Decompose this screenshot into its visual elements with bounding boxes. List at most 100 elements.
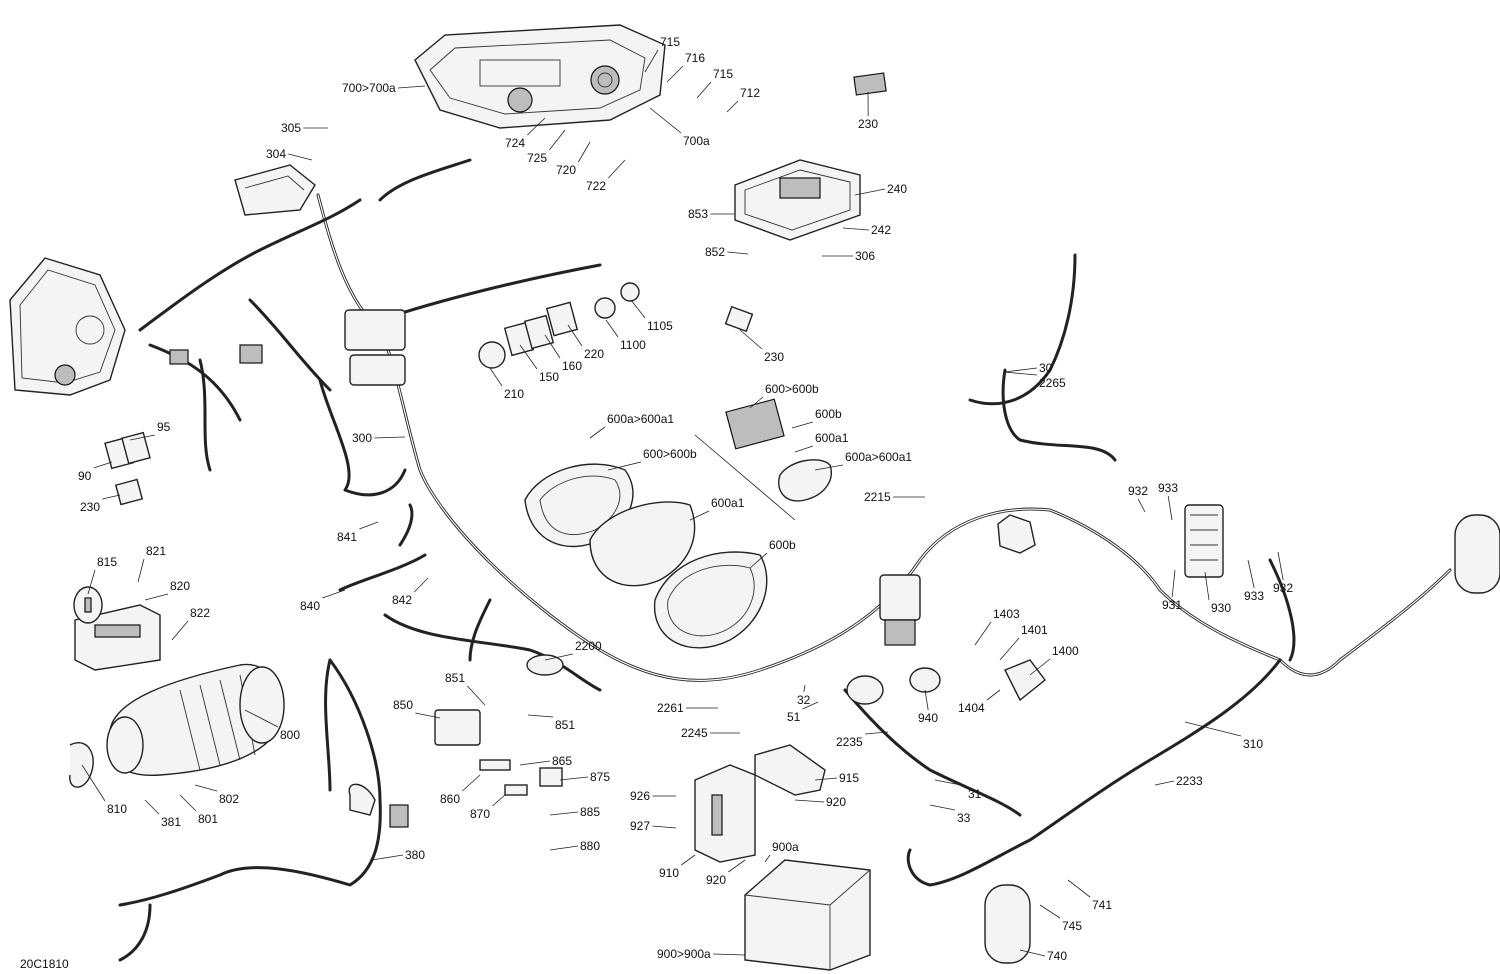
callout-18: 1105 <box>630 299 673 333</box>
callout-51: 932 <box>1273 551 1293 595</box>
callout-leader <box>605 319 619 338</box>
callout-leader <box>1003 371 1038 376</box>
callout-34: 600a>600a1 <box>814 450 912 471</box>
callout-label: 930 <box>1211 601 1231 615</box>
callout-leader <box>764 854 771 863</box>
battery-holder-915 <box>754 744 826 796</box>
callout-label: 853 <box>688 207 708 221</box>
callout-label: 910 <box>659 866 679 880</box>
callout-label: 900a <box>772 840 799 854</box>
winch-handlebar-switch <box>348 783 409 828</box>
callout-60: 1404 <box>958 689 1001 715</box>
callout-leader <box>415 712 441 719</box>
callout-75: 31 <box>934 779 982 801</box>
callout-46: 842 <box>392 577 429 607</box>
callout-leader <box>578 141 591 163</box>
callout-label: 931 <box>1162 598 1182 612</box>
callout-leader <box>1184 721 1242 737</box>
callout-label: 851 <box>555 718 575 732</box>
callout-label: 51 <box>787 710 801 724</box>
fuse-box <box>234 164 316 216</box>
callout-label: 926 <box>630 789 650 803</box>
callout-label: 90 <box>78 469 92 483</box>
callout-leader <box>322 589 346 599</box>
callout-30: 600a1 <box>794 431 849 453</box>
winch-plate-815 <box>73 586 103 624</box>
callout-label: 33 <box>957 811 971 825</box>
callout-10: 305 <box>281 121 328 135</box>
callout-1: 716 <box>666 51 705 83</box>
callout-label: 1404 <box>958 701 985 715</box>
callout-label: 932 <box>1273 581 1293 595</box>
callout-leader <box>794 799 825 803</box>
callout-leader <box>864 731 889 735</box>
headlight-assembly <box>414 24 666 129</box>
relay-230-mid <box>724 305 754 333</box>
callout-leader <box>802 701 819 710</box>
callout-label: 600a>600a1 <box>607 412 674 426</box>
callout-15: 242 <box>842 223 891 237</box>
callout-label: 300 <box>352 431 372 445</box>
callout-leader <box>398 85 426 89</box>
harness-connector-2200 <box>526 654 564 676</box>
callout-72: 2233 <box>1154 774 1203 788</box>
callout-5: 700a <box>649 107 710 148</box>
callout-leader <box>814 777 838 781</box>
callout-label: 600a>600a1 <box>845 450 912 464</box>
callout-label: 920 <box>826 795 846 809</box>
callout-leader <box>749 396 764 409</box>
callout-91: 745 <box>1039 904 1082 933</box>
callout-0: 715 <box>644 35 680 73</box>
callout-64: 851 <box>527 714 575 732</box>
callout-31: 95 <box>129 420 171 441</box>
callout-layer: 715716715712700>700a700a7247257207223053… <box>78 35 1293 963</box>
callout-11: 304 <box>266 147 313 161</box>
callout-label: 2261 <box>657 701 684 715</box>
callout-28: 600b <box>791 407 842 429</box>
callout-label: 600a1 <box>711 496 745 510</box>
callout-39: 230 <box>80 494 121 514</box>
callout-90: 741 <box>1067 879 1112 912</box>
callout-23: 210 <box>489 367 524 401</box>
callout-leader <box>728 859 746 873</box>
callout-leader <box>1204 571 1210 601</box>
callout-66: 2245 <box>681 726 740 740</box>
coil-wire <box>846 675 884 705</box>
callout-label: 305 <box>281 121 301 135</box>
callout-label: 700>700a <box>342 81 396 95</box>
relay-box-850 <box>434 709 481 746</box>
callout-61: 2261 <box>657 701 718 715</box>
callout-leader <box>791 421 814 429</box>
fairlead <box>74 604 161 671</box>
callout-leader <box>1137 498 1146 513</box>
callout-leader <box>527 117 546 136</box>
cap-940 <box>909 667 941 693</box>
callout-leader <box>519 760 551 766</box>
callout-40: 600a1 <box>689 496 745 521</box>
callout-label: 933 <box>1244 589 1264 603</box>
callout-leader <box>726 100 739 113</box>
callout-leader <box>87 569 96 595</box>
callout-label: 2233 <box>1176 774 1203 788</box>
callout-label: 880 <box>580 839 600 853</box>
callout-54: 1401 <box>999 623 1048 661</box>
callout-label: 600b <box>815 407 842 421</box>
callout-label: 885 <box>580 805 600 819</box>
callout-leader <box>696 81 712 99</box>
callout-leader <box>567 324 583 347</box>
callout-label: 30 <box>1039 361 1053 375</box>
fuse-865-875 <box>479 759 563 796</box>
callout-label: 933 <box>1158 481 1178 495</box>
callout-label: 815 <box>97 555 117 569</box>
callout-leader <box>749 552 768 569</box>
callout-label: 820 <box>170 579 190 593</box>
callout-label: 1401 <box>1021 623 1048 637</box>
callout-leader <box>129 434 156 441</box>
callout-label: 800 <box>280 728 300 742</box>
callout-label: 850 <box>393 698 413 712</box>
callout-42: 821 <box>137 544 166 583</box>
callout-label: 381 <box>161 815 181 829</box>
callout-label: 900>900a <box>657 947 711 961</box>
callout-49: 930 <box>1204 571 1231 615</box>
callout-53: 1403 <box>974 607 1020 646</box>
